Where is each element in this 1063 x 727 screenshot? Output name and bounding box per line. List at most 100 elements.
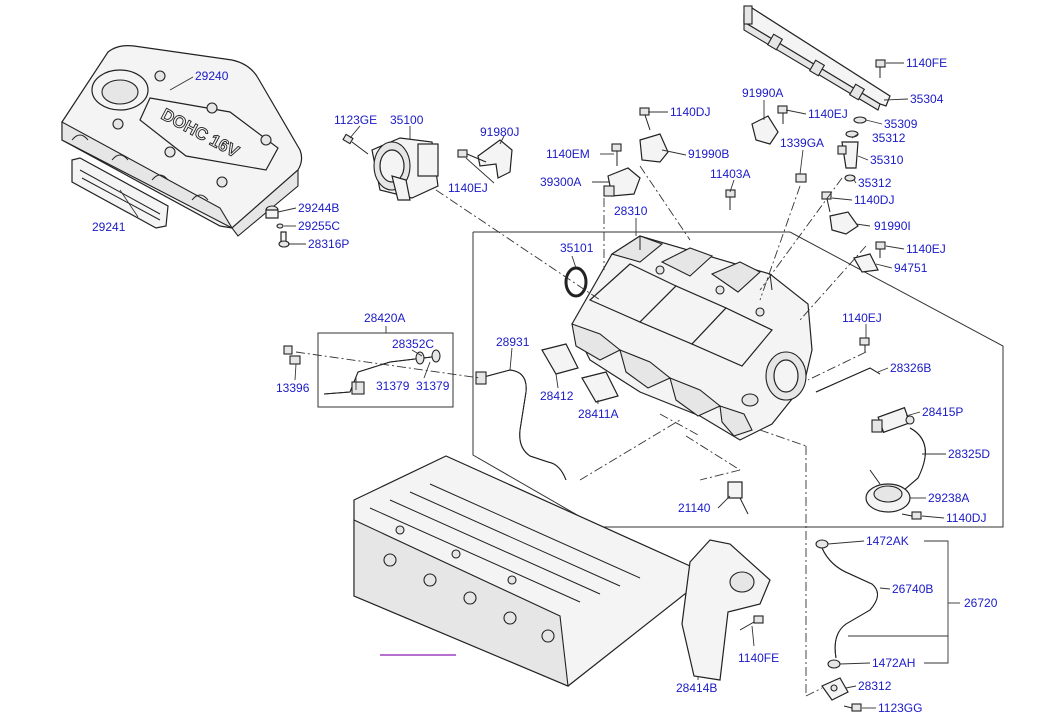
label-35101: 35101 [560, 241, 594, 255]
label-28326b: 28326B [890, 361, 931, 375]
label-1472ak: 1472AK [866, 534, 909, 548]
label-28352c: 28352C [392, 337, 434, 351]
intake-manifold-frame [472, 231, 1004, 528]
label-11403a: 11403A [710, 167, 750, 181]
label-1140ej-a: 1140EJ [448, 181, 488, 195]
label-35304: 35304 [910, 92, 944, 106]
label-35312-b: 35312 [858, 176, 892, 190]
fuel-injector [837, 116, 867, 182]
label-21140: 21140 [678, 501, 711, 515]
gasket-28412 [541, 343, 579, 375]
label-94751: 94751 [894, 261, 928, 275]
clamp-1472ak [815, 539, 829, 549]
label-29238a: 29238A [928, 491, 969, 505]
label-1123ge: 1123GE [334, 113, 377, 127]
label-1140ej-b: 1140EJ [808, 107, 848, 121]
bracket-91990i [829, 211, 859, 235]
bracket-91990b [639, 133, 669, 163]
label-1140ej-d: 1140EJ [842, 311, 882, 325]
bolt-1140dj-a [639, 107, 651, 131]
solenoid-valve-28415p [871, 406, 915, 434]
pcv-hose-assembly [323, 349, 441, 395]
throttle-body [371, 137, 439, 201]
gasket-28411a [581, 371, 619, 403]
fuel-rail [743, 5, 891, 111]
label-35309: 35309 [884, 117, 918, 131]
label-28310: 28310 [614, 204, 648, 218]
bracket-91990a [751, 115, 779, 145]
label-28325d: 28325D [948, 447, 990, 461]
map-sensor [603, 167, 641, 197]
label-13396: 13396 [276, 381, 310, 395]
bolt-1140ej-b [777, 105, 788, 124]
clip-1339ga [795, 173, 807, 183]
clamp-13396 [283, 345, 301, 365]
label-26720: 26720 [964, 596, 998, 610]
label-91990a: 91990A [742, 86, 783, 100]
hose-26740b [821, 547, 878, 659]
label-29241: 29241 [92, 220, 126, 234]
bracket-91980j [477, 139, 513, 179]
label-1123gg: 1123GG [878, 701, 922, 715]
label-28312: 28312 [858, 679, 892, 693]
label-28316p: 28316P [308, 237, 349, 251]
label-1140fe-b: 1140FE [738, 651, 779, 665]
label-28931: 28931 [496, 335, 530, 349]
sensor-21140 [727, 481, 749, 515]
label-28414b: 28414B [676, 681, 717, 695]
label-1140dj-a: 1140DJ [670, 105, 710, 119]
bolt-1140dj-b [821, 191, 832, 213]
cylinder-head-reference [353, 455, 691, 687]
hose-group-frame [317, 332, 454, 408]
label-35312-a: 35312 [872, 131, 906, 145]
intake-manifold [571, 235, 813, 441]
bolt-1140em [611, 143, 622, 166]
cover-grommet-and-bolt [265, 205, 290, 248]
leader-lines [119, 62, 960, 709]
bolt-1140ej-c [875, 241, 886, 258]
hose-28326b [815, 367, 881, 393]
label-1140dj-c: 1140DJ [946, 511, 986, 525]
label-1472ah: 1472AH [872, 656, 915, 670]
label-31379-a: 31379 [376, 379, 410, 393]
label-31379-b: 31379 [416, 379, 450, 393]
cover-bracket [71, 157, 169, 229]
label-39300a: 39300A [540, 175, 581, 189]
engine-cover: DOHC 16V [61, 45, 303, 237]
part-labels: 29240 29241 29244B 29255C 28316P 1123GE … [92, 56, 998, 715]
label-1140dj-b: 1140DJ [854, 193, 894, 207]
label-91990b: 91990B [688, 147, 729, 161]
label-35100: 35100 [390, 113, 424, 127]
o-ring-35101 [564, 266, 588, 298]
label-91990i: 91990I [874, 219, 911, 233]
fitting-28312 [821, 677, 849, 701]
label-1140fe-a: 1140FE [906, 56, 947, 70]
label-26740b: 26740B [892, 582, 933, 596]
label-29255c: 29255C [298, 219, 340, 233]
label-29240: 29240 [195, 69, 229, 83]
label-1140em: 1140EM [546, 147, 590, 161]
label-35310: 35310 [870, 153, 904, 167]
throttle-bolt [342, 133, 369, 155]
label-28415p: 28415P [922, 405, 963, 419]
bolt-1140ej-a [457, 149, 487, 163]
bolt-11403a [725, 189, 736, 210]
label-28420a: 28420A [364, 311, 405, 325]
assembly-lines [295, 165, 867, 697]
clamp-1472ah [827, 659, 841, 669]
label-28412: 28412 [540, 389, 574, 403]
label-1140ej-c: 1140EJ [906, 242, 946, 256]
bolt-1123gg [843, 703, 862, 712]
label-91980j: 91980J [480, 125, 519, 139]
label-28411a: 28411A [578, 407, 618, 421]
bolt-1140fe-b [739, 615, 764, 631]
bolt-1140dj-c [901, 511, 922, 520]
bracket-94751 [853, 253, 879, 273]
label-1339ga: 1339GA [780, 136, 824, 150]
bolt-1140ej-d [859, 337, 870, 352]
bolt-1140fe-a [875, 59, 886, 78]
label-29244b: 29244B [298, 201, 339, 215]
vacuum-actuator-29238a [865, 469, 911, 513]
